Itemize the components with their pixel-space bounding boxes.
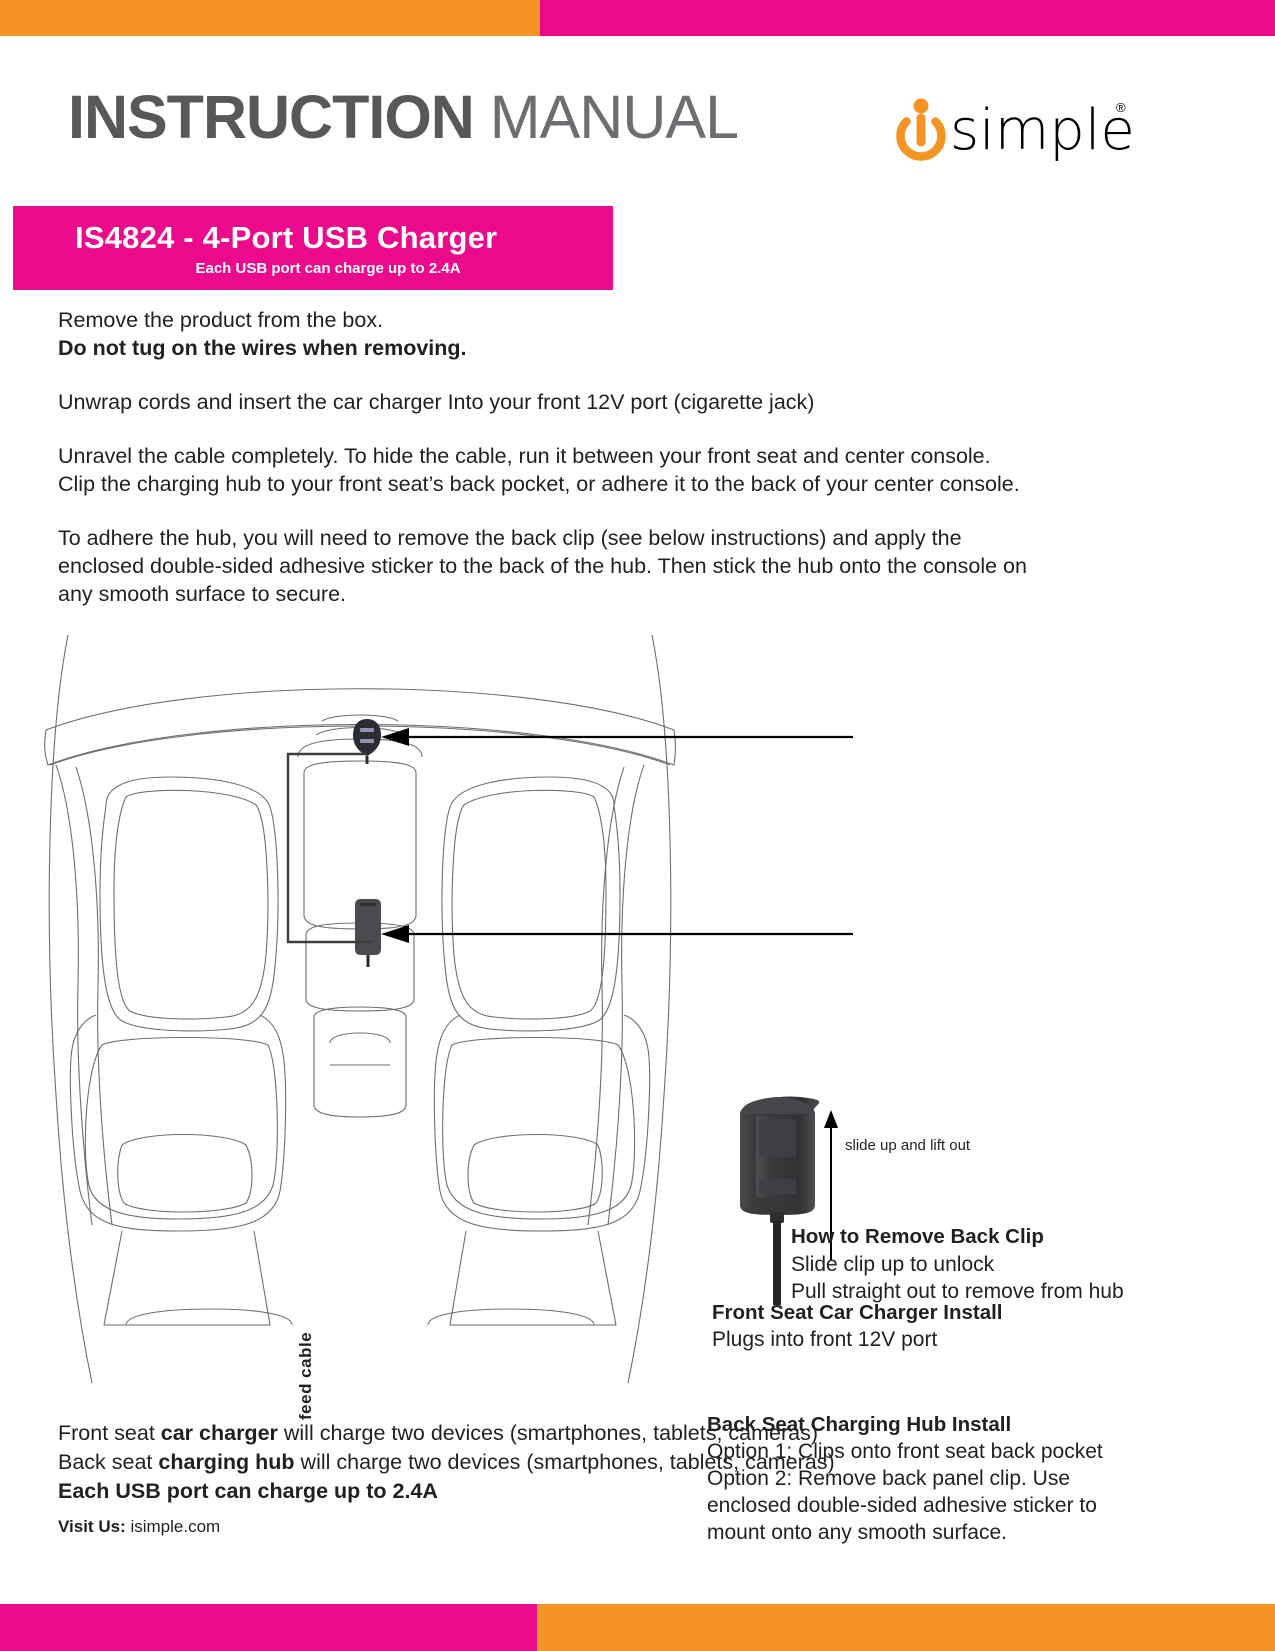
footer-visit-us: Visit Us: isimple.com (58, 1516, 220, 1538)
product-name: IS4824 - 4-Port USB Charger (75, 220, 498, 255)
bottom-color-bar (0, 1604, 1275, 1651)
callout-front-charger-title: Front Seat Car Charger Install (712, 1301, 1003, 1324)
remove-back-clip-instructions: How to Remove Back Clip Slide clip up to… (791, 1222, 1261, 1305)
intro-instructions: Remove the product from the box. Do not … (58, 306, 1218, 608)
registered-trademark-icon: ® (1116, 100, 1126, 115)
callout-front-charger: Front Seat Car Charger Install Plugs int… (712, 1299, 1232, 1353)
intro-paragraph-1: Remove the product from the box. Do not … (58, 306, 1218, 362)
callout-back-hub-line1: Option 1: Clips onto front seat back poc… (707, 1440, 1103, 1463)
product-subtitle: Each USB port can charge up to 2.4A (195, 260, 461, 277)
page-title: INSTRUCTION MANUAL (68, 82, 739, 152)
slide-up-arrow-label: slide up and lift out (845, 1137, 971, 1154)
summary-line2-a: Back seat (58, 1450, 159, 1474)
top-bar-magenta-segment (540, 0, 1275, 36)
summary-line-2: Back seat charging hub will charge two d… (58, 1448, 1228, 1477)
top-bar-orange-segment (0, 0, 540, 36)
callout-back-hub-line2: Option 2: Remove back panel clip. Use (707, 1467, 1071, 1490)
intro-p4-line1: To adhere the hub, you will need to remo… (58, 526, 962, 550)
summary-line2-c: will charge two devices (smartphones, ta… (294, 1450, 835, 1474)
intro-p3-line1: Unravel the cable completely. To hide th… (58, 444, 991, 468)
page-title-light: MANUAL (489, 83, 739, 151)
callout-front-charger-line1: Plugs into front 12V port (712, 1328, 938, 1351)
isimple-logo: simple ® (890, 92, 1140, 176)
product-banner: IS4824 - 4-Port USB Charger Each USB por… (13, 206, 613, 290)
feed-cable-route (286, 752, 372, 944)
bottom-bar-magenta-segment (0, 1604, 537, 1651)
top-color-bar (0, 0, 1275, 36)
charging-hub-back-view (740, 1096, 838, 1305)
page-header: INSTRUCTION MANUAL simple ® (0, 80, 1275, 190)
hub-clip-illustration (700, 1055, 1060, 1305)
intro-paragraph-4: To adhere the hub, you will need to remo… (58, 524, 1218, 608)
intro-p1-line2: Do not tug on the wires when removing. (58, 336, 467, 360)
callout-back-hub: Back Seat Charging Hub Install Option 1:… (707, 1411, 1207, 1546)
summary-text: Front seat car charger will charge two d… (58, 1419, 1228, 1506)
intro-p3-line2: Clip the charging hub to your front seat… (58, 472, 1020, 496)
visit-us-url[interactable]: isimple.com (130, 1517, 221, 1536)
car-charger-device-icon (353, 719, 381, 764)
car-install-diagram: feed cable Front Seat Car Charger Instal… (0, 620, 1275, 1544)
remove-back-clip-line2: Pull straight out to remove from hub (791, 1280, 1124, 1303)
car-interior-topdown-illustration (44, 634, 677, 1384)
intro-paragraph-2: Unwrap cords and insert the car charger … (58, 390, 815, 414)
front-charger-leader-line (381, 728, 853, 746)
summary-line1-c: will charge two devices (smartphones, ta… (277, 1421, 819, 1445)
intro-p4-line2: enclosed double-sided adhesive sticker t… (58, 554, 1027, 578)
callout-back-hub-line4: mount onto any smooth surface. (707, 1521, 1007, 1544)
page-title-bold: INSTRUCTION (68, 83, 475, 151)
callout-back-hub-title: Back Seat Charging Hub Install (707, 1413, 1012, 1436)
bottom-bar-orange-segment (537, 1604, 1275, 1651)
summary-line2-b: charging hub (158, 1450, 295, 1474)
callout-back-hub-line3: enclosed double-sided adhesive sticker t… (707, 1494, 1097, 1517)
power-symbol-icon (896, 98, 946, 161)
intro-paragraph-3: Unravel the cable completely. To hide th… (58, 442, 1218, 498)
intro-p1-line1: Remove the product from the box. (58, 308, 384, 332)
feed-cable-label: feed cable (296, 1331, 315, 1420)
summary-line-3: Each USB port can charge up to 2.4A (58, 1479, 438, 1503)
visit-us-label: Visit Us: (58, 1517, 126, 1536)
summary-line1-b: car charger (160, 1421, 278, 1445)
logo-wordmark: simple (950, 98, 1135, 163)
summary-line-1: Front seat car charger will charge two d… (58, 1419, 1228, 1448)
remove-back-clip-title: How to Remove Back Clip (791, 1225, 1044, 1248)
remove-back-clip-line1: Slide clip up to unlock (791, 1253, 995, 1276)
hub-leader-line (381, 925, 853, 943)
summary-line1-a: Front seat (58, 1421, 161, 1445)
intro-p4-line3: any smooth surface to secure. (58, 582, 347, 606)
